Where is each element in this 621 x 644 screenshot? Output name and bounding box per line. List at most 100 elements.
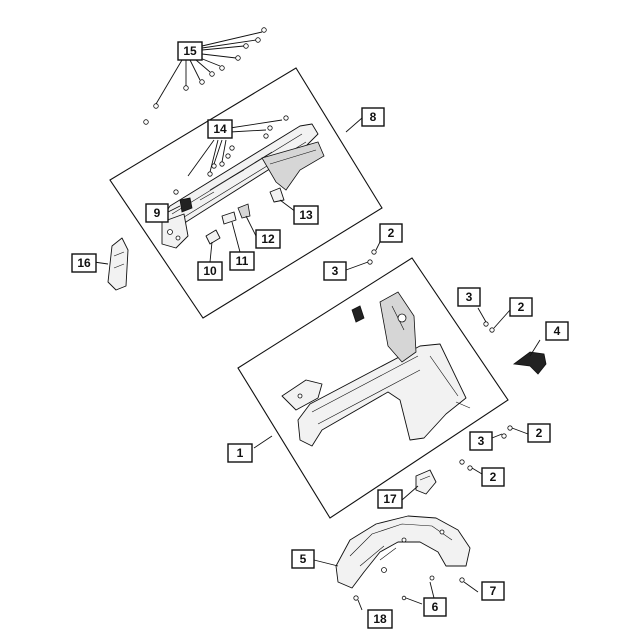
callout-box [367, 609, 393, 629]
callout-label: 12 [261, 232, 275, 246]
callout-1: 1 [227, 443, 253, 463]
callout-12: 12 [255, 229, 281, 249]
nut-icon [501, 433, 507, 439]
screw-icon [429, 575, 435, 581]
bracket-9 [179, 197, 193, 213]
bracket-11 [221, 211, 237, 225]
screw-icon [153, 103, 159, 109]
callout-3: 3 [323, 261, 347, 281]
callout-3: 3 [469, 431, 493, 451]
callout-label: 3 [332, 264, 339, 278]
callout-2: 2 [481, 467, 505, 487]
callout-label: 16 [77, 256, 91, 270]
callout-label: 7 [490, 584, 497, 598]
callout-box [323, 261, 347, 281]
callout-8: 8 [361, 107, 385, 127]
callout-label: 5 [300, 552, 307, 566]
callout-label: 3 [478, 434, 485, 448]
callout-14: 14 [207, 119, 233, 139]
callout-box [379, 223, 403, 243]
callout-box [207, 119, 233, 139]
callout-label: 13 [299, 208, 313, 222]
callout-label: 14 [213, 122, 227, 136]
callout-2: 2 [527, 423, 551, 443]
callout-box [361, 107, 385, 127]
screw-icon [143, 119, 149, 125]
callout-label: 2 [518, 300, 525, 314]
lower-group-frame [237, 257, 509, 519]
callout-9: 9 [145, 203, 169, 223]
callout-label: 15 [183, 44, 197, 58]
bracket-13 [269, 187, 285, 203]
callout-6: 6 [423, 597, 447, 617]
callout-label: 4 [554, 324, 561, 338]
callout-11: 11 [229, 251, 255, 271]
screw-icon [459, 459, 465, 465]
callout-18: 18 [367, 609, 393, 629]
screw-icon [401, 595, 407, 601]
callout-label: 2 [388, 226, 395, 240]
screw-icon [255, 37, 261, 43]
callout-box [177, 41, 203, 61]
nut-icon [467, 465, 473, 471]
callout-box [255, 229, 281, 249]
upper-group-frame [109, 67, 383, 319]
callout-box [545, 321, 569, 341]
screw-icon [235, 55, 241, 61]
callout-label: 6 [432, 600, 439, 614]
callout-7: 7 [481, 581, 505, 601]
callout-box [527, 423, 551, 443]
callout-box [229, 251, 255, 271]
callout-label: 2 [536, 426, 543, 440]
callout-box [71, 253, 97, 273]
bracket-12 [237, 203, 251, 219]
callout-2: 2 [509, 297, 533, 317]
callout-3: 3 [457, 287, 481, 307]
callout-16: 16 [71, 253, 97, 273]
trim-panel-4 [512, 351, 547, 375]
nut-icon [371, 249, 377, 255]
callout-box [423, 597, 447, 617]
callout-label: 18 [373, 612, 387, 626]
fastener-group-15 [143, 27, 267, 125]
callout-5: 5 [291, 549, 315, 569]
bracket-16 [107, 237, 129, 291]
callout-box [377, 489, 403, 509]
callout-10: 10 [197, 261, 223, 281]
callout-box [145, 203, 169, 223]
callout-15: 15 [177, 41, 203, 61]
callout-box [481, 581, 505, 601]
wheelhouse-liner [335, 515, 471, 589]
callout-box [457, 287, 481, 307]
callout-label: 2 [490, 470, 497, 484]
callout-label: 17 [383, 492, 397, 506]
screw-icon [219, 65, 225, 71]
screw-icon [209, 71, 215, 77]
callout-box [291, 549, 315, 569]
callout-17: 17 [377, 489, 403, 509]
callout-label: 11 [236, 254, 249, 268]
screw-icon [199, 79, 205, 85]
bracket-10 [205, 229, 221, 245]
callout-label: 3 [466, 290, 473, 304]
callout-box [509, 297, 533, 317]
callout-box [469, 431, 493, 451]
callout-label: 1 [237, 446, 244, 460]
screw-icon [243, 43, 249, 49]
screw-icon [261, 27, 267, 33]
callout-label: 9 [154, 206, 161, 220]
callout-box [197, 261, 223, 281]
quarter-panel-inner [281, 291, 471, 447]
screw-icon [183, 85, 189, 91]
callout-13: 13 [293, 205, 319, 225]
callout-box [481, 467, 505, 487]
screw-icon [507, 425, 513, 431]
callout-2: 2 [379, 223, 403, 243]
frame-rail-assembly [161, 123, 325, 249]
fastener-group-14 [173, 115, 289, 195]
callout-label: 8 [370, 110, 377, 124]
callout-box [227, 443, 253, 463]
screw-icon [459, 577, 465, 583]
leader-lines [93, 31, 541, 611]
